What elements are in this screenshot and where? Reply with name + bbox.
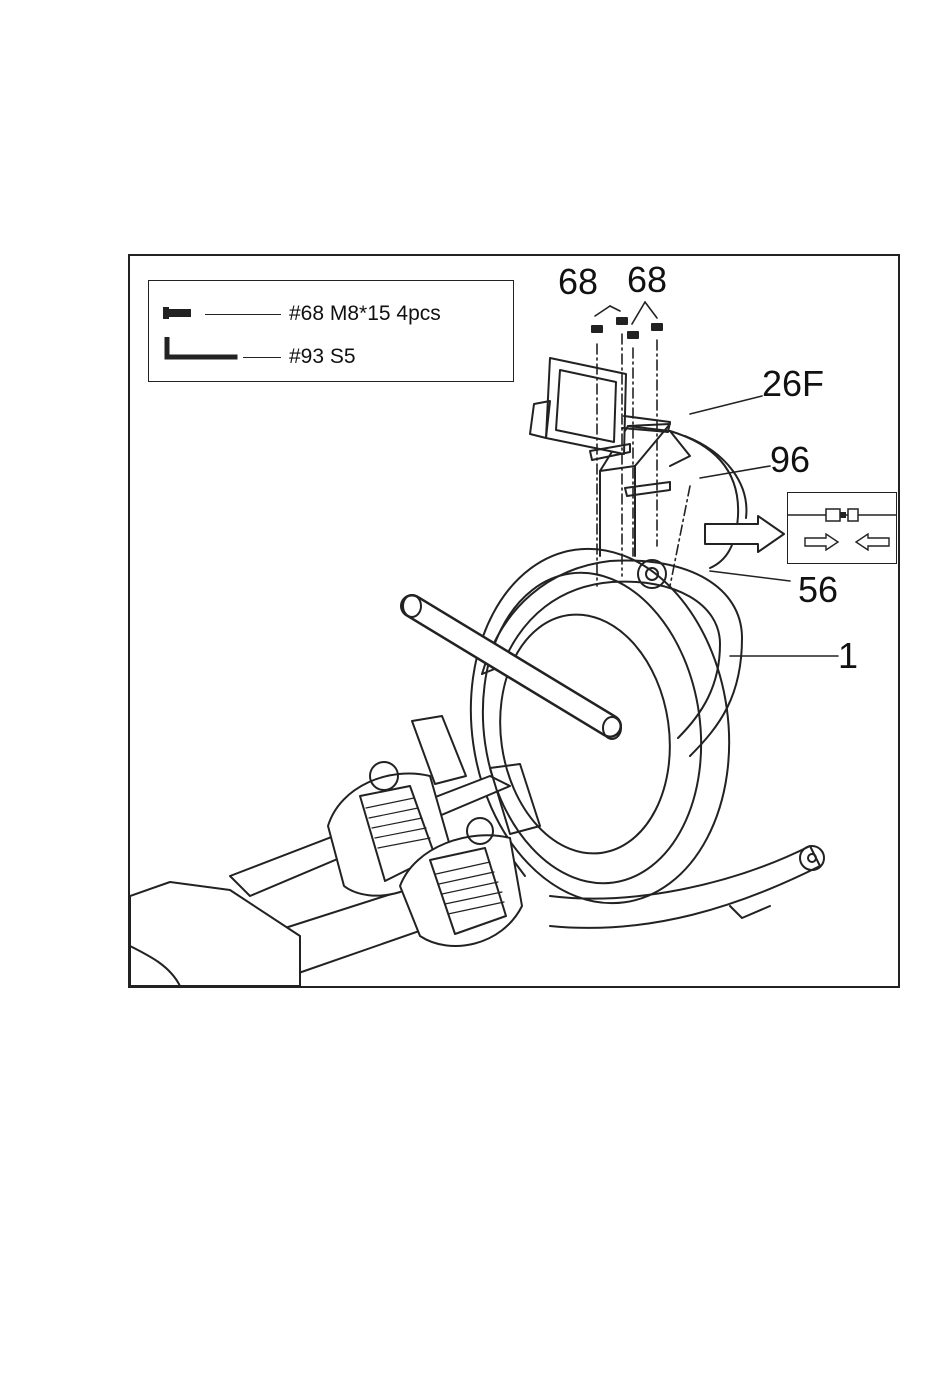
leader-68a-2 [610, 306, 620, 311]
leader-56 [710, 571, 790, 581]
callout-68-left: 68 [558, 264, 598, 300]
leader-26f [690, 396, 762, 414]
assembly-diagram-frame: #68 M8*15 4pcs #93 S5 68 68 26F 96 56 1 [128, 254, 900, 988]
leader-96 [700, 466, 770, 478]
cable-connection-inset [787, 492, 897, 564]
seat [130, 882, 300, 986]
callout-1: 1 [838, 638, 858, 674]
legend-line-2 [243, 357, 281, 358]
cable-connector-icon [788, 503, 896, 527]
bolt-icon [163, 305, 195, 321]
legend-row-bolt: #68 M8*15 4pcs [149, 297, 513, 337]
callout-26f: 26F [762, 366, 824, 402]
legend-text-bolt: #68 M8*15 4pcs [289, 302, 441, 326]
legend-text-key: #93 S5 [289, 345, 356, 369]
arrow-right-icon [804, 533, 840, 551]
leader-68a-1 [595, 306, 610, 316]
callout-96: 96 [770, 442, 810, 478]
legend-line-1 [205, 314, 281, 315]
hardware-legend: #68 M8*15 4pcs #93 S5 [148, 280, 514, 382]
leader-68b-2 [645, 302, 657, 318]
legend-row-key: #93 S5 [149, 337, 513, 377]
inset-arrow [705, 516, 784, 552]
callout-68-right: 68 [627, 262, 667, 298]
leader-68b-1 [632, 302, 645, 324]
callout-56: 56 [798, 572, 838, 608]
allen-key-icon [163, 337, 239, 365]
arrow-left-icon [854, 533, 890, 551]
